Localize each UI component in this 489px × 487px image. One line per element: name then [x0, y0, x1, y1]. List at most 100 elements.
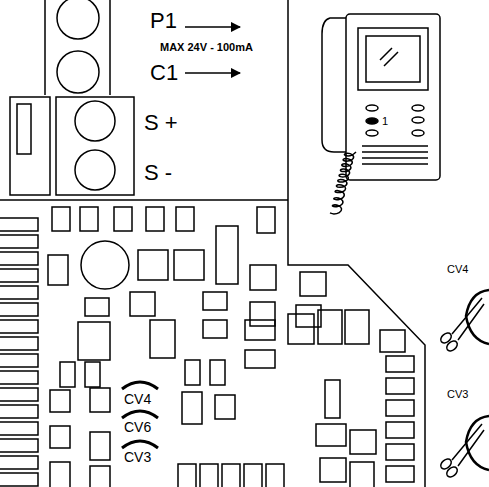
button	[412, 105, 424, 111]
jumper-label: CV3	[447, 389, 468, 400]
screen-frame	[358, 28, 428, 90]
component	[386, 356, 414, 372]
monitor-body	[346, 14, 440, 180]
component	[210, 360, 225, 385]
component	[85, 298, 109, 316]
component	[90, 466, 110, 487]
cut-wire	[466, 290, 489, 344]
capacitor	[81, 241, 129, 289]
component	[48, 255, 68, 285]
edge-pin	[0, 303, 38, 316]
speaker-grill	[362, 151, 428, 153]
component	[245, 350, 275, 368]
component	[350, 430, 376, 454]
component	[138, 250, 168, 280]
component	[182, 392, 202, 424]
component	[257, 207, 275, 233]
edge-pin	[0, 252, 38, 265]
component	[150, 320, 175, 358]
handset	[322, 18, 346, 152]
component	[320, 458, 346, 482]
component	[380, 330, 405, 352]
component	[244, 464, 262, 487]
edge-pin	[0, 218, 38, 231]
scissor-handle	[439, 331, 453, 345]
scissors	[439, 290, 489, 353]
scissors	[439, 416, 489, 479]
screen-glare	[380, 48, 398, 66]
edge-pin	[0, 286, 38, 299]
edge-pin	[0, 473, 38, 486]
component	[90, 432, 110, 460]
terminal-screw	[75, 101, 115, 141]
button	[366, 105, 378, 111]
component	[146, 207, 164, 231]
board-outline	[288, 0, 425, 487]
component	[114, 207, 132, 231]
component	[386, 422, 414, 438]
component	[318, 310, 342, 344]
component	[386, 400, 414, 416]
component	[130, 292, 155, 316]
component	[222, 464, 240, 487]
board-outline	[0, 199, 288, 201]
component	[250, 302, 275, 326]
output-arrow	[185, 26, 240, 28]
component	[325, 380, 340, 418]
scissor-blade	[452, 298, 484, 340]
edge-pin	[0, 422, 38, 435]
component	[174, 250, 204, 280]
component	[386, 444, 414, 460]
component	[203, 292, 227, 310]
component	[176, 207, 194, 231]
component	[50, 390, 70, 412]
component	[90, 388, 110, 412]
speaker-grill	[362, 157, 428, 159]
component	[288, 314, 314, 344]
component	[50, 426, 70, 448]
terminal-label: S +	[144, 112, 178, 134]
output-arrow	[185, 72, 240, 74]
edge-pin	[0, 371, 38, 384]
component	[200, 464, 218, 487]
button	[412, 130, 424, 136]
component	[85, 362, 100, 387]
component	[316, 424, 346, 446]
component	[386, 466, 414, 482]
component	[52, 207, 70, 231]
jumper-label: CV6	[124, 420, 151, 434]
edge-pin	[0, 235, 38, 248]
button-number: 1	[382, 116, 388, 127]
speaker-grill	[362, 163, 428, 165]
component	[80, 207, 98, 231]
component	[345, 310, 369, 344]
component	[203, 320, 227, 338]
scissor-handle	[445, 339, 459, 353]
component	[60, 362, 75, 387]
component	[78, 322, 110, 360]
component	[266, 464, 284, 487]
component	[250, 265, 276, 290]
terminal-label: C1	[150, 62, 178, 84]
cut-wire	[466, 416, 489, 470]
component	[178, 464, 196, 487]
jumper-label: CV4	[124, 392, 151, 406]
video-intercom	[322, 14, 440, 214]
edge-pin	[0, 354, 38, 367]
rating-note: MAX 24V - 100mA	[160, 42, 253, 53]
jumper	[122, 441, 158, 448]
scissor-handle	[439, 457, 453, 471]
speaker-grill	[362, 145, 428, 147]
edge-pin	[0, 320, 38, 333]
button	[366, 130, 378, 136]
jumper-label: CV4	[447, 264, 468, 275]
terminal-screw	[57, 51, 99, 93]
edge-pin	[0, 456, 38, 469]
jumper-label: CV3	[124, 450, 151, 464]
coiled-cord	[330, 152, 356, 214]
component	[350, 462, 374, 487]
component	[185, 360, 200, 385]
component	[300, 272, 326, 296]
